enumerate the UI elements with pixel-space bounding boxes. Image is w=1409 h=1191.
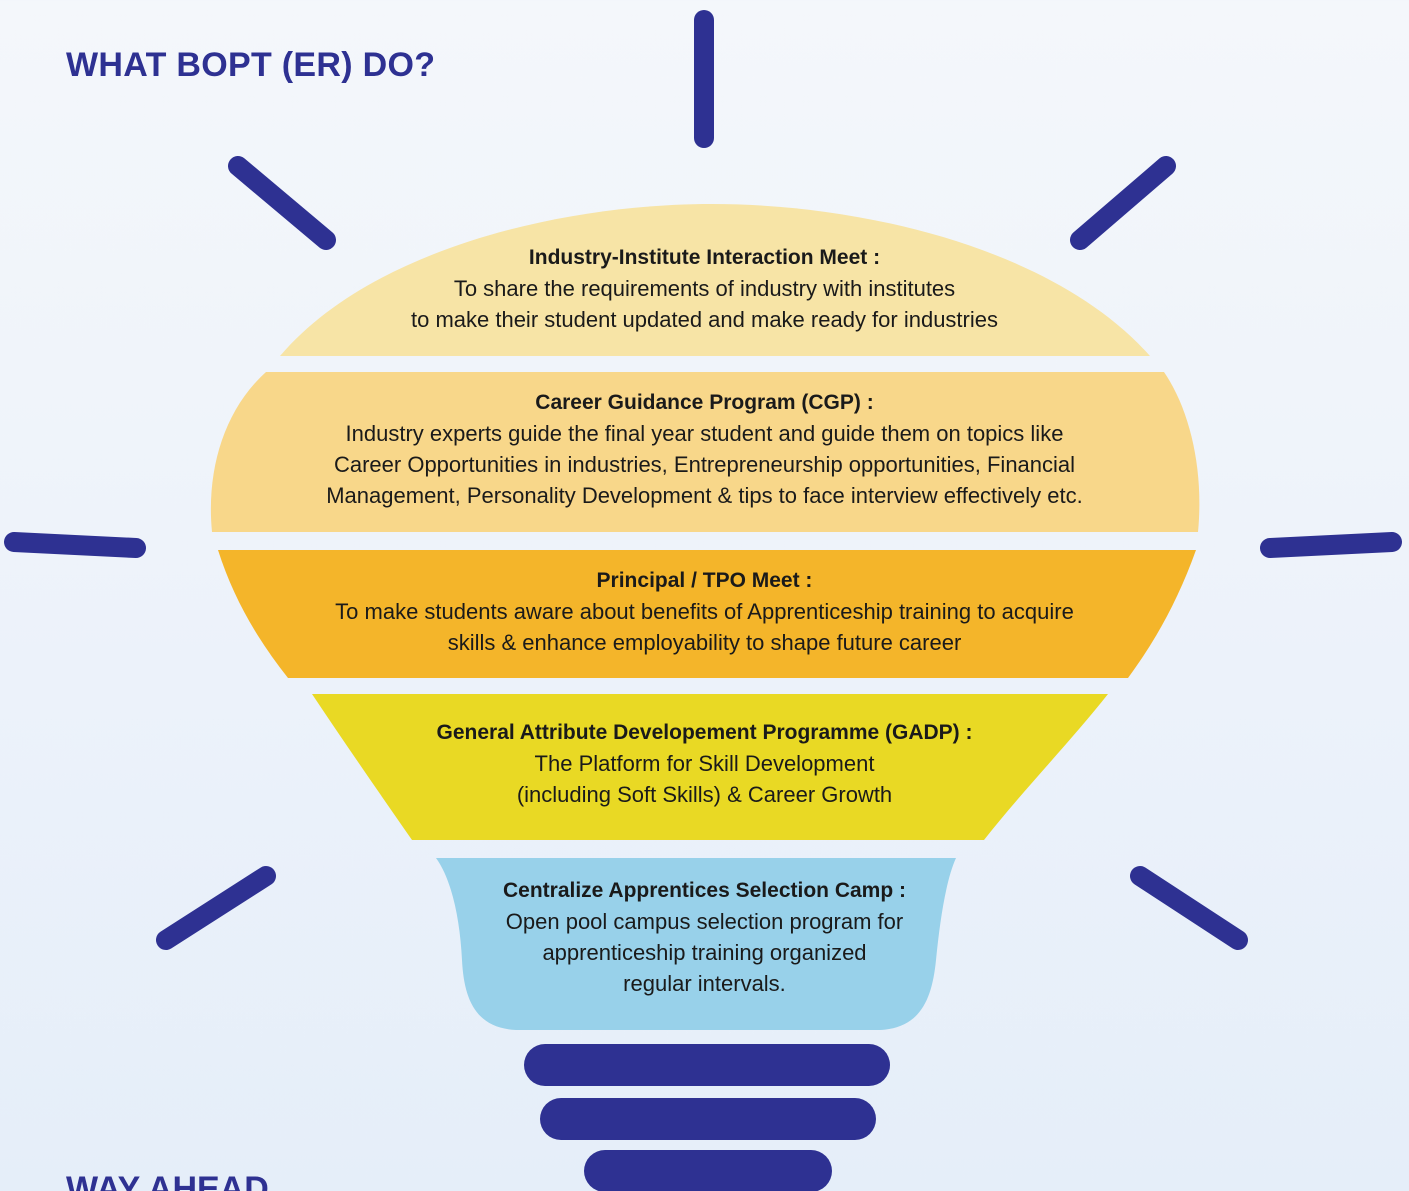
band-4-text: General Attribute Developement Programme… — [0, 718, 1409, 810]
ray-lower-right — [1130, 866, 1248, 950]
ray-right — [1260, 532, 1402, 558]
band-3-line-1: To make students aware about benefits of… — [335, 599, 1074, 624]
ray-upper-left — [228, 156, 336, 250]
band-4-line-1: The Platform for Skill Development — [534, 751, 875, 776]
band-5-line-1: Open pool campus selection program for — [505, 909, 904, 934]
base-bar-1 — [524, 1044, 890, 1086]
band-selection-camp — [436, 858, 956, 1030]
band-career-guidance — [210, 372, 1200, 532]
band-3-line-2: skills & enhance employability to shape … — [447, 630, 962, 655]
band-5-text: Centralize Apprentices Selection Camp : … — [0, 876, 1409, 999]
band-1-title: Industry-Institute Interaction Meet : — [528, 246, 881, 269]
ray-upper-right — [1070, 156, 1176, 250]
band-2-title: Career Guidance Program (CGP) : — [535, 391, 874, 414]
way-ahead-heading: WAY AHEAD — [66, 1170, 269, 1191]
light-rays — [4, 10, 1402, 950]
band-gadp — [312, 694, 1108, 840]
band-5-title: Centralize Apprentices Selection Camp : — [503, 879, 906, 902]
band-3-text: Principal / TPO Meet : To make students … — [0, 566, 1409, 658]
band-5-line-2: apprenticeship training organized — [542, 940, 867, 965]
band-5-line-3: regular intervals. — [623, 971, 786, 996]
band-2-text: Career Guidance Program (CGP) : Industry… — [0, 388, 1409, 511]
band-4-title: General Attribute Developement Programme… — [436, 721, 973, 744]
ray-lower-left — [156, 866, 276, 950]
band-2-line-2: Career Opportunities in industries, Entr… — [333, 452, 1076, 477]
band-principal-tpo — [218, 550, 1196, 678]
band-4-line-2: (including Soft Skills) & Career Growth — [516, 782, 893, 807]
base-bar-3 — [584, 1150, 832, 1191]
page-title: WHAT BOPT (ER) DO? — [66, 46, 436, 84]
band-2-line-1: Industry experts guide the final year st… — [345, 421, 1064, 446]
band-1-line-1: To share the requirements of industry wi… — [453, 276, 956, 301]
bulb-base — [524, 1044, 890, 1191]
band-industry-institute — [280, 204, 1150, 356]
base-bar-2 — [540, 1098, 876, 1140]
ray-left — [4, 532, 146, 558]
band-3-title: Principal / TPO Meet : — [596, 569, 813, 592]
band-2-line-3: Management, Personality Development & ti… — [326, 483, 1083, 508]
band-1-text: Industry-Institute Interaction Meet : To… — [0, 243, 1409, 335]
band-1-line-2: to make their student updated and make r… — [410, 307, 998, 332]
